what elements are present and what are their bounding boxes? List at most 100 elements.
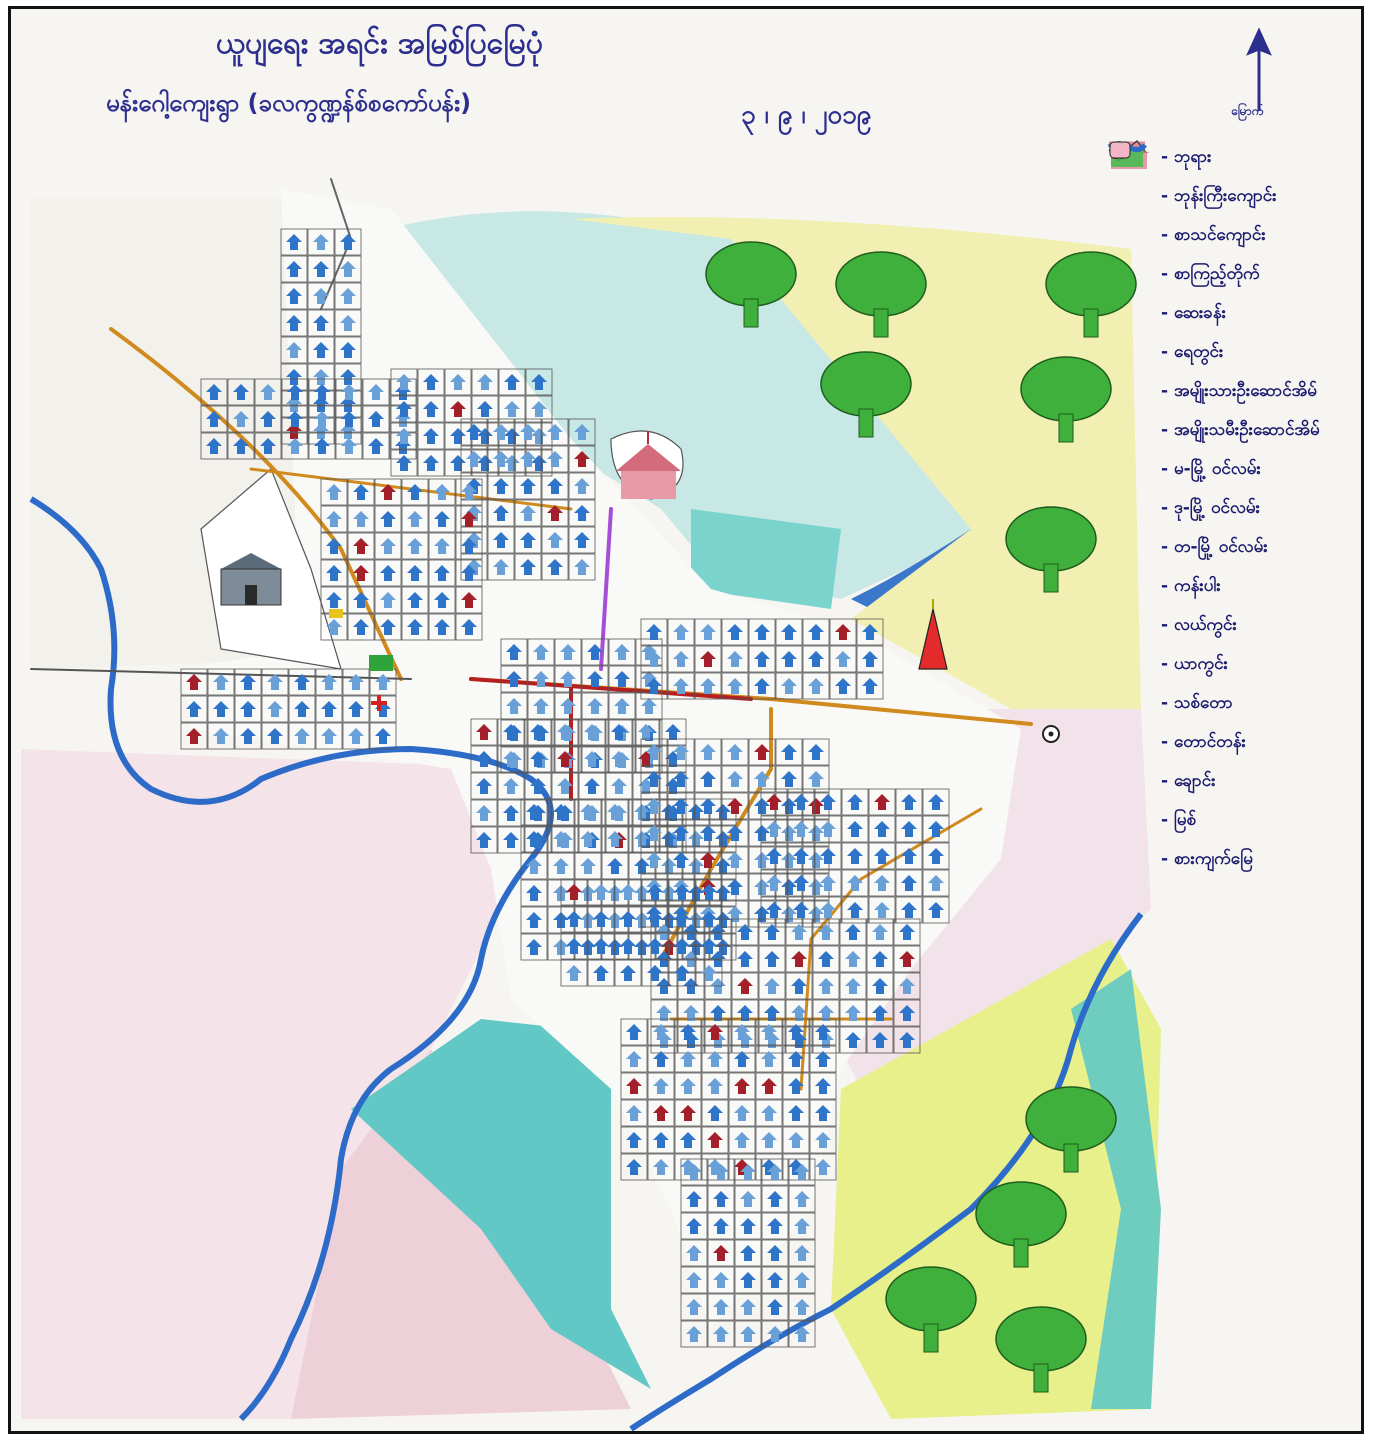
house-icon [721, 792, 749, 820]
house-icon [280, 282, 308, 310]
house-icon [640, 645, 668, 673]
river-west [29, 496, 554, 1422]
house-icon [677, 999, 705, 1027]
house-icon [775, 738, 803, 766]
teal-field-east [691, 509, 841, 609]
house-icon [802, 672, 830, 700]
house-icon [320, 559, 348, 587]
house-icon [839, 918, 867, 946]
house-icon [520, 798, 548, 826]
house-icon [728, 1072, 756, 1100]
house-icon [514, 499, 542, 527]
guesthouse-icon [1107, 141, 1155, 878]
house-icon [695, 878, 723, 906]
house-icon [761, 1212, 789, 1240]
house-icon [829, 672, 857, 700]
house-icon [893, 918, 921, 946]
house-icon [320, 505, 348, 533]
legend-label: - ကန်းပါး [1161, 576, 1221, 596]
hand-drawn-map: ယူပျရေး အရင်း အမြစ်ပြမြေပုံ မန်းဂေါ့ကျေး… [8, 6, 1364, 1434]
house-icon [487, 445, 515, 473]
legend-item: - စာသင်ကျောင်း [1107, 147, 1347, 256]
house-icon [674, 1126, 702, 1154]
house-icon [707, 1158, 735, 1186]
house-icon [568, 418, 596, 446]
house-icon [707, 1239, 735, 1267]
house-icon [701, 1045, 729, 1073]
legend-label: - ချောင်း [1161, 771, 1216, 791]
house-icon [428, 586, 456, 614]
house-icon [809, 1153, 837, 1181]
road-main-diagonal [109, 327, 403, 681]
house-icon [497, 826, 525, 854]
house-icon [868, 869, 896, 897]
house-icon [560, 905, 588, 933]
house-icon [814, 869, 842, 897]
house-icon [307, 336, 335, 364]
house-icon [731, 945, 759, 973]
house-icon [922, 896, 950, 924]
house-icon [841, 869, 869, 897]
house-icon [347, 586, 375, 614]
house-icon [695, 905, 723, 933]
house-icon [856, 645, 884, 673]
house-icon [760, 896, 788, 924]
house-icon [460, 418, 488, 446]
house-icon [782, 1072, 810, 1100]
house-icon [758, 972, 786, 1000]
house-icon [207, 668, 235, 696]
house-icon [667, 846, 695, 874]
legend-label: - မ-မြို့ ဝင်လမ်း [1161, 459, 1261, 479]
house-icon [547, 825, 575, 853]
house-icon [701, 1072, 729, 1100]
house-icon [731, 999, 759, 1027]
house-icon [541, 553, 569, 581]
house-icon [180, 695, 208, 723]
tree-group [705, 241, 1137, 1393]
house-icon [308, 405, 336, 433]
house-icon [760, 815, 788, 843]
house-icon [520, 879, 548, 907]
house-icon [659, 718, 687, 746]
house-icon [498, 368, 526, 396]
house-icon [390, 449, 418, 477]
house-icon [893, 1026, 921, 1054]
house-icon [814, 788, 842, 816]
legend-label: - ဆေးခန်း [1161, 303, 1226, 323]
house-icon [788, 1266, 816, 1294]
house-icon [335, 405, 363, 433]
house-icon [922, 842, 950, 870]
house-icon [755, 1072, 783, 1100]
house-icon [788, 1158, 816, 1186]
legend-label: - လယ်ကွင်း [1161, 615, 1237, 635]
house-icon [829, 618, 857, 646]
house-icon [541, 472, 569, 500]
house-icon [760, 869, 788, 897]
house-icon [288, 695, 316, 723]
house-icon [207, 722, 235, 750]
house-icon [500, 665, 528, 693]
house-icon [524, 718, 552, 746]
tree-icon [705, 241, 797, 328]
tree-icon [1107, 141, 1155, 722]
house-icon [347, 505, 375, 533]
house-icon [866, 945, 894, 973]
house-icon [554, 638, 582, 666]
house-icon [782, 1018, 810, 1046]
house-icon [254, 405, 282, 433]
house-icon [497, 718, 525, 746]
house-icon [647, 1018, 675, 1046]
house-icon [568, 526, 596, 554]
house-icon [497, 799, 525, 827]
house-icon [788, 1239, 816, 1267]
house-icon [401, 613, 429, 641]
house-icon [775, 618, 803, 646]
house-icon [680, 1239, 708, 1267]
house-icon [605, 718, 633, 746]
house-icon [641, 905, 669, 933]
tree-icon [885, 1266, 977, 1353]
house-icon [694, 672, 722, 700]
house-icon [694, 846, 722, 874]
house-icon [761, 1185, 789, 1213]
road-se [799, 807, 983, 1091]
